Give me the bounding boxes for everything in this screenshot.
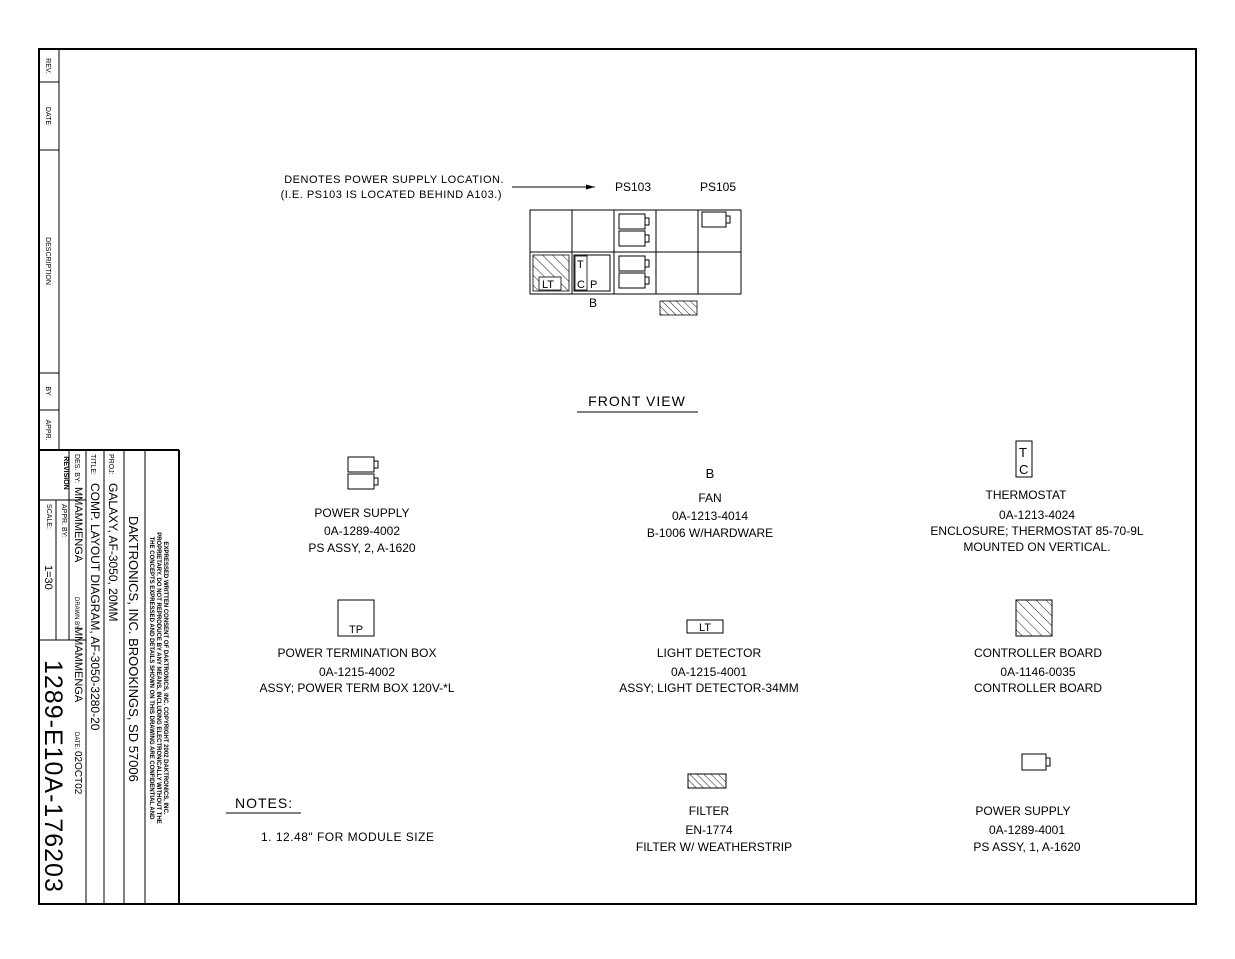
drawn-value: MMAMMENGA [72,627,84,703]
date-label: DATE: [73,732,79,750]
light-detector-icon [686,619,724,634]
controller-board-icon [1015,599,1053,637]
appr-label: APPR. [44,419,51,440]
title-block: REVISION THE CONCEPTS EXPRESSED AND DETA… [39,449,180,904]
legend-fan: B FAN 0A-1213-4014 B-1006 W/HARDWARE [647,466,773,540]
light-detector-desc: ASSY; LIGHT DETECTOR-34MM [619,681,798,695]
thermostat-desc: ENCLOSURE; THERMOSTAT 85-70-9L [930,524,1143,538]
grid-filter [659,300,698,316]
notes-heading: NOTES: [235,795,293,811]
callout-line-2: (I.E. PS103 IS LOCATED BEHIND A103.) [281,189,502,201]
legend-light-detector: LT LIGHT DETECTOR 0A-1215-4001 ASSY; LIG… [619,619,799,695]
des-label: DES. BY: [73,454,80,483]
filter-icon [687,773,727,789]
appr-by-label: APPR. BY: [60,504,67,538]
ps105-label: PS105 [700,180,736,194]
light-detector-symbol: LT [699,622,711,634]
drawn-label: DRAWN BY: [73,597,79,631]
light-detector-name: LIGHT DETECTOR [657,646,762,660]
grid-lt: LT [542,279,554,291]
power-supply-2-icon [347,456,379,490]
grid-thermostat [574,255,588,291]
title-label: TITLE: [89,454,96,475]
power-supply-1-part: 0A-1289-4001 [989,823,1065,837]
light-detector-part: 0A-1215-4001 [671,665,747,679]
power-supply-2-name: POWER SUPPLY [314,506,409,520]
module-grid [529,209,742,295]
power-supply-1-desc: PS ASSY, 1, A-1620 [973,840,1081,854]
drawing-number: 1289-E10A-176203 [39,660,67,893]
scale-label: SCALE: [45,504,52,529]
by-label: BY [44,386,51,396]
confidential-line-1: THE CONCEPTS EXPRESSED AND DETAILS SHOWN… [148,537,154,820]
thermostat-note: MOUNTED ON VERTICAL. [963,540,1110,554]
power-supply-2-part: 0A-1289-4002 [324,524,400,538]
date-value: 02OCT02 [72,751,83,795]
proj-label: PROJ: [107,454,114,475]
power-supply-2-desc: PS ASSY, 2, A-1620 [308,541,416,555]
scale-value: 1=30 [42,565,54,590]
thermostat-part: 0A-1213-4024 [999,508,1075,522]
revision-block: REV. DATE DESCRIPTION BY APPR. [39,49,60,451]
legend-thermostat: T C THERMOSTAT 0A-1213-4024 ENCLOSURE; T… [930,440,1144,554]
fan-desc: B-1006 W/HARDWARE [647,526,773,540]
power-supply-1-icon [1021,753,1051,771]
callout-line-1: DENOTES POWER SUPPLY LOCATION. [284,174,504,186]
controller-board-name: CONTROLLER BOARD [974,646,1102,660]
note-item-1: 1. 12.48" FOR MODULE SIZE [261,830,434,844]
filter-name: FILTER [689,804,730,818]
power-term-box-symbol: TP [349,624,363,636]
title-value: COMP. LAYOUT DIAGRAM, AF-3050-3280-20 [88,483,102,731]
grid-t: T [577,259,584,271]
date-col-label: DATE [44,107,51,125]
description-label: DESCRIPTION [44,237,51,285]
thermostat-icon [1015,440,1033,478]
filter-desc: FILTER W/ WEATHERSTRIP [636,840,792,854]
legend-controller-board: CONTROLLER BOARD 0A-1146-0035 CONTROLLER… [974,599,1102,695]
power-supply-1-name: POWER SUPPLY [975,804,1070,818]
notes: NOTES: 1. 12.48" FOR MODULE SIZE [226,795,434,844]
grid-c: C [577,279,585,291]
thermostat-symbol-c: C [1019,462,1028,477]
confidential-line-2: PROPRIETARY. DO NOT REPRODUCE BY ANY MEA… [155,532,161,824]
power-term-box-name: POWER TERMINATION BOX [278,646,437,660]
front-view-label: FRONT VIEW [588,393,686,409]
layout-diagram: DENOTES POWER SUPPLY LOCATION. (I.E. PS1… [281,174,742,413]
grid-power-supplies [618,211,731,289]
arrow-head [586,184,595,190]
legend-filter: FILTER EN-1774 FILTER W/ WEATHERSTRIP [636,773,792,854]
power-term-box-part: 0A-1215-4002 [319,665,395,679]
company-name: DAKTRONICS, INC. BROOKINGS, SD 57006 [126,516,141,782]
legend-power-supply-1: POWER SUPPLY 0A-1289-4001 PS ASSY, 1, A-… [973,753,1081,854]
legend-power-term-box: TP POWER TERMINATION BOX 0A-1215-4002 AS… [259,599,455,695]
grid-fan: B [589,296,597,310]
controller-board-part: 0A-1146-0035 [1000,665,1075,679]
rev-label: REV. [44,58,51,74]
thermostat-name: THERMOSTAT [986,488,1068,502]
power-term-box-desc: ASSY; POWER TERM BOX 120V-*L [259,681,454,695]
controller-board-desc: CONTROLLER BOARD [974,681,1102,695]
grid-power-term-box [573,254,611,292]
grid-p: P [590,279,597,291]
filter-part: EN-1774 [685,823,733,837]
grid-light-detector-box [538,276,562,291]
revision-label: REVISION [62,456,69,489]
ps103-label: PS103 [615,180,651,194]
fan-name: FAN [698,491,721,505]
fan-symbol: B [706,466,715,481]
proj-value: GALAXY, AF-3050, 20MM [106,483,120,622]
des-value: MMAMMENGA [72,487,84,563]
legend: POWER SUPPLY 0A-1289-4002 PS ASSY, 2, A-… [259,440,1144,854]
thermostat-symbol-t: T [1019,445,1027,460]
sheet-border [38,48,1197,905]
power-term-box-icon [337,599,375,637]
confidential-line-3: EXPRESSED WRITTEN CONSENT OF DAKTRONICS,… [162,541,168,814]
legend-power-supply-2: POWER SUPPLY 0A-1289-4002 PS ASSY, 2, A-… [308,456,416,555]
fan-part: 0A-1213-4014 [672,509,748,523]
